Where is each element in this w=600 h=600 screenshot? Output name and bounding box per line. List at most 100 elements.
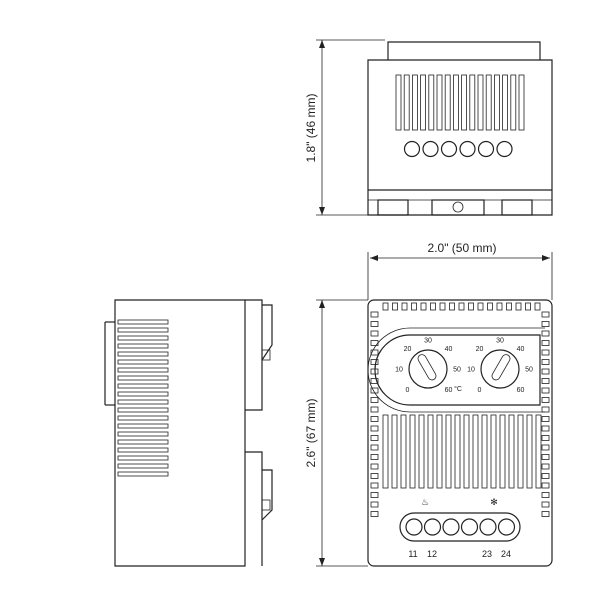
vent-notch <box>370 311 379 318</box>
vent-slot <box>428 74 435 131</box>
vent-notch <box>382 302 389 311</box>
vent-notch <box>392 302 398 311</box>
vent-notch <box>411 302 417 311</box>
vent-slot <box>469 74 476 131</box>
vent-notch <box>487 302 493 311</box>
vent-notch <box>541 321 550 327</box>
vent-slot <box>117 407 169 413</box>
vent-slot <box>403 74 410 131</box>
vent-notch <box>541 359 550 365</box>
vent-notch <box>541 406 550 413</box>
vent-notch <box>401 302 408 311</box>
vent-notch <box>541 492 550 498</box>
cooling-dial[interactable] <box>480 349 520 389</box>
unit-label: °C <box>454 385 462 393</box>
vent-slot <box>445 414 452 489</box>
dial-scale-label: 10 <box>467 367 475 374</box>
vent-notch <box>439 302 446 311</box>
terminal-hole <box>423 518 442 536</box>
vent-notch <box>370 435 379 441</box>
vent-slot <box>436 414 443 489</box>
vent-notch <box>541 378 550 384</box>
side-view <box>104 299 273 567</box>
vent-notch <box>541 435 550 441</box>
terminal-hole <box>440 140 458 158</box>
vent-slot <box>117 439 169 445</box>
vent-notch <box>458 302 465 311</box>
vent-slot <box>517 414 524 489</box>
vent-notch <box>468 302 474 311</box>
vent-notch <box>420 302 427 311</box>
dial-scale-label: 30 <box>496 338 504 345</box>
terminal-hole <box>422 140 439 158</box>
dial-scale-label: 40 <box>445 346 453 353</box>
vent-notch <box>541 416 550 422</box>
vent-slot <box>411 74 418 131</box>
dial-scale-label: 60 <box>517 387 525 394</box>
vent-slot <box>117 351 169 357</box>
height-top-label: 1.8" (46 mm) <box>304 94 318 163</box>
terminal-23: 23 <box>482 549 492 559</box>
vent-notch <box>477 302 484 311</box>
vent-notch <box>541 340 550 346</box>
vent-notch <box>541 387 550 394</box>
vent-slot <box>117 399 169 405</box>
vent-slot <box>499 414 506 489</box>
vent-slot <box>117 455 169 461</box>
vent-slot <box>420 74 427 131</box>
dial-scale-label: 50 <box>453 367 461 374</box>
vent-slot <box>490 414 497 489</box>
top-vent-notches <box>382 302 541 311</box>
vent-slot <box>510 74 517 131</box>
vent-notch <box>541 473 550 479</box>
vent-notch <box>370 349 379 356</box>
vent-slot <box>454 414 461 489</box>
vent-notch <box>370 330 379 337</box>
terminal-hole <box>497 518 516 536</box>
vent-slot <box>461 74 468 131</box>
terminal-holes <box>405 518 516 536</box>
vent-notch <box>534 302 541 311</box>
terminal-12: 12 <box>427 549 437 559</box>
vent-notch <box>541 482 550 489</box>
vent-slot <box>409 414 416 489</box>
dial-scale-label: 30 <box>424 338 432 345</box>
vent-notch <box>370 378 379 384</box>
terminal-hole <box>496 140 513 158</box>
vent-slot <box>493 74 500 131</box>
vent-notch <box>370 406 379 413</box>
dial-scale-label: 50 <box>525 367 533 374</box>
vent-notch <box>541 397 550 403</box>
top-view: 1.8" (46 mm) <box>304 39 553 216</box>
vent-slot <box>436 74 443 131</box>
vent-slot <box>117 423 169 429</box>
dial-scale-label: 0 <box>406 387 410 394</box>
vent-slot <box>452 74 459 131</box>
height-front-label: 2.6" (67 mm) <box>304 399 318 468</box>
vent-notch <box>541 349 550 356</box>
vent-notch <box>541 511 550 517</box>
vent-slot <box>535 414 542 489</box>
vent-notch <box>370 444 379 451</box>
vent-slot <box>391 414 398 489</box>
vent-slot <box>400 414 407 489</box>
vent-slot <box>481 414 488 489</box>
vent-slot <box>526 414 533 489</box>
vent-slot <box>117 335 169 341</box>
terminal-24: 24 <box>501 549 511 559</box>
vent-notch <box>541 463 550 470</box>
heating-dial[interactable] <box>408 349 448 389</box>
vent-slot <box>382 414 389 489</box>
vent-slot <box>117 367 169 373</box>
terminal-hole <box>405 518 423 536</box>
cool-symbol: ✻ <box>490 497 498 507</box>
terminal-hole <box>477 140 495 158</box>
vent-notch <box>525 302 531 311</box>
vent-slot <box>463 414 470 489</box>
vent-slot <box>117 343 169 349</box>
vent-notch <box>541 311 550 318</box>
vent-notch <box>506 302 512 311</box>
dial-scale-label: 20 <box>476 346 484 353</box>
vent-slot <box>117 375 169 381</box>
